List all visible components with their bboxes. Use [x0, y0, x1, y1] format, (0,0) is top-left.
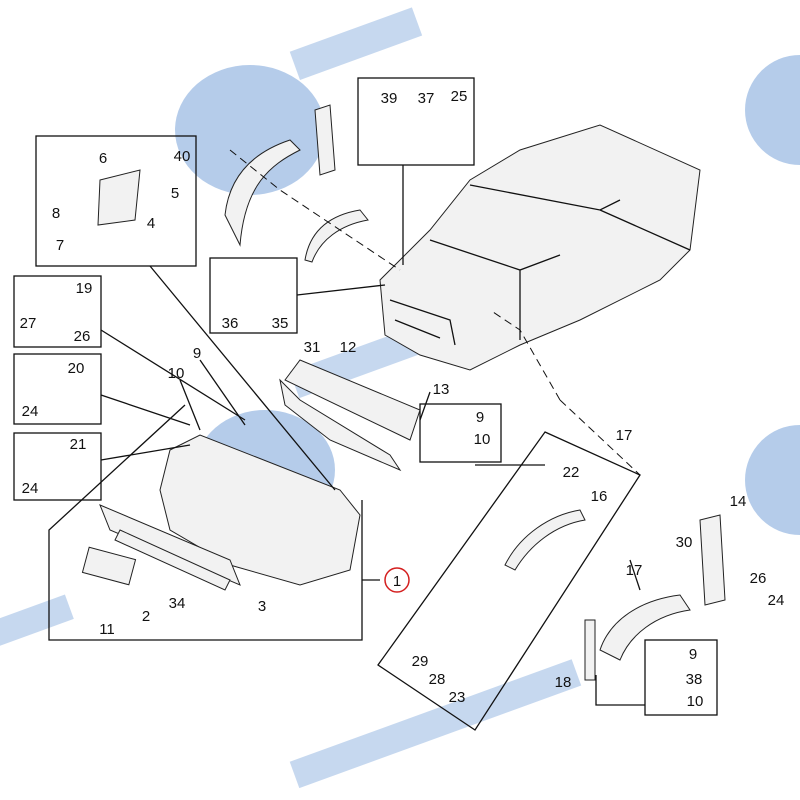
callout[interactable]: 7 — [56, 237, 64, 254]
callout[interactable]: 27 — [20, 315, 37, 332]
callout-highlighted[interactable]: 1 — [393, 573, 401, 590]
callout[interactable]: 37 — [418, 90, 435, 107]
callout[interactable]: 13 — [433, 381, 450, 398]
callout[interactable]: 19 — [76, 280, 93, 297]
callout[interactable]: 38 — [686, 671, 703, 688]
callout[interactable]: 6 — [99, 150, 107, 167]
callout[interactable]: 2 — [142, 608, 150, 625]
callout[interactable]: 24 — [22, 480, 39, 497]
callout[interactable]: 29 — [412, 653, 429, 670]
callout[interactable]: 39 — [381, 90, 398, 107]
callout[interactable]: 5 — [171, 185, 179, 202]
callout[interactable]: 18 — [555, 674, 572, 691]
watermark-logos — [0, 7, 800, 789]
parts — [81, 104, 726, 681]
callout[interactable]: 20 — [68, 360, 85, 377]
callout[interactable]: 14 — [730, 493, 747, 510]
callout[interactable]: 40 — [174, 148, 191, 165]
detail-boxes — [13, 77, 718, 731]
callout[interactable]: 8 — [52, 205, 60, 222]
vehicle-illustration — [379, 124, 701, 371]
callout[interactable]: 17 — [626, 562, 643, 579]
callout[interactable]: 12 — [340, 339, 357, 356]
highlight-circle — [384, 567, 410, 593]
callout[interactable]: 23 — [449, 689, 466, 706]
callout[interactable]: 10 — [474, 431, 491, 448]
callout-labels: 39 37 25 6 40 5 8 4 7 19 27 26 20 24 21 … — [20, 88, 785, 710]
callout[interactable]: 17 — [616, 427, 633, 444]
callout[interactable]: 4 — [147, 215, 155, 232]
callout[interactable]: 10 — [687, 693, 704, 710]
callout[interactable]: 11 — [99, 621, 115, 638]
callout[interactable]: 24 — [768, 592, 785, 609]
callout[interactable]: 3 — [258, 598, 266, 615]
callout[interactable]: 36 — [222, 315, 239, 332]
leader-lines — [100, 149, 645, 706]
callout[interactable]: 16 — [591, 488, 608, 505]
callout[interactable]: 9 — [193, 345, 201, 362]
callout[interactable]: 9 — [476, 409, 484, 426]
callout[interactable]: 30 — [676, 534, 693, 551]
callout[interactable]: 25 — [451, 88, 468, 105]
callout[interactable]: 26 — [750, 570, 767, 587]
callout[interactable]: 34 — [169, 595, 186, 612]
callout[interactable]: 24 — [22, 403, 39, 420]
callout[interactable]: 35 — [272, 315, 289, 332]
callout[interactable]: 9 — [689, 646, 697, 663]
callout[interactable]: 21 — [70, 436, 87, 453]
callout[interactable]: 22 — [563, 464, 580, 481]
callout[interactable]: 28 — [429, 671, 446, 688]
callout[interactable]: 10 — [168, 365, 185, 382]
callout[interactable]: 31 — [304, 339, 321, 356]
callout[interactable]: 26 — [74, 328, 91, 345]
